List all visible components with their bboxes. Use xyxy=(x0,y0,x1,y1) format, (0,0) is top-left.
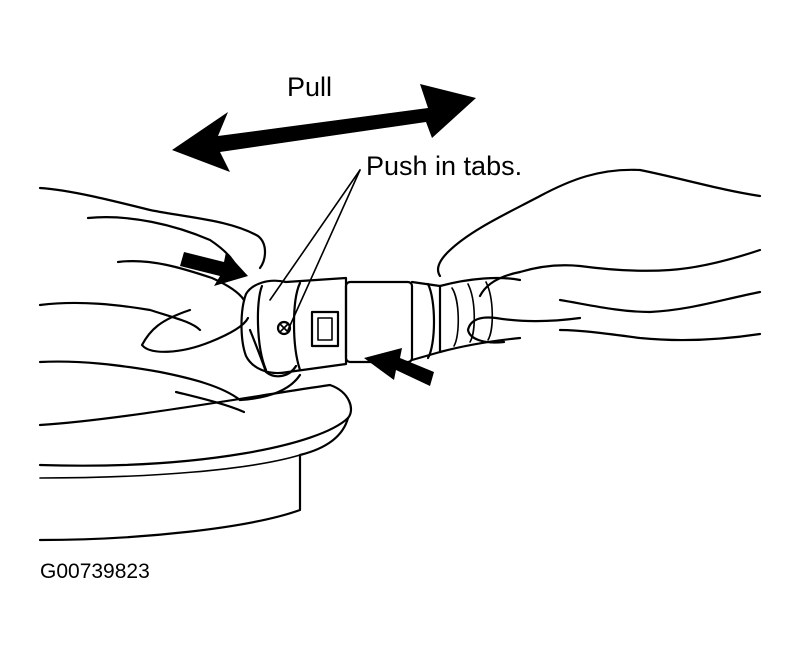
connector-tab-window xyxy=(310,310,340,348)
pump-base xyxy=(38,383,353,542)
push-arrow-left xyxy=(180,252,248,286)
pull-arrow xyxy=(172,84,476,172)
push-in-tabs-label: Push in tabs. xyxy=(366,151,522,181)
fuel-line xyxy=(438,276,522,354)
leader-lines xyxy=(269,169,361,331)
figure-id-label: G00739823 xyxy=(40,560,150,583)
pull-label: Pull xyxy=(287,72,332,102)
release-tab xyxy=(276,320,292,336)
push-arrow-right xyxy=(364,348,434,386)
left-hand xyxy=(38,186,302,414)
quick-connector xyxy=(240,276,442,375)
right-hand xyxy=(437,168,762,344)
